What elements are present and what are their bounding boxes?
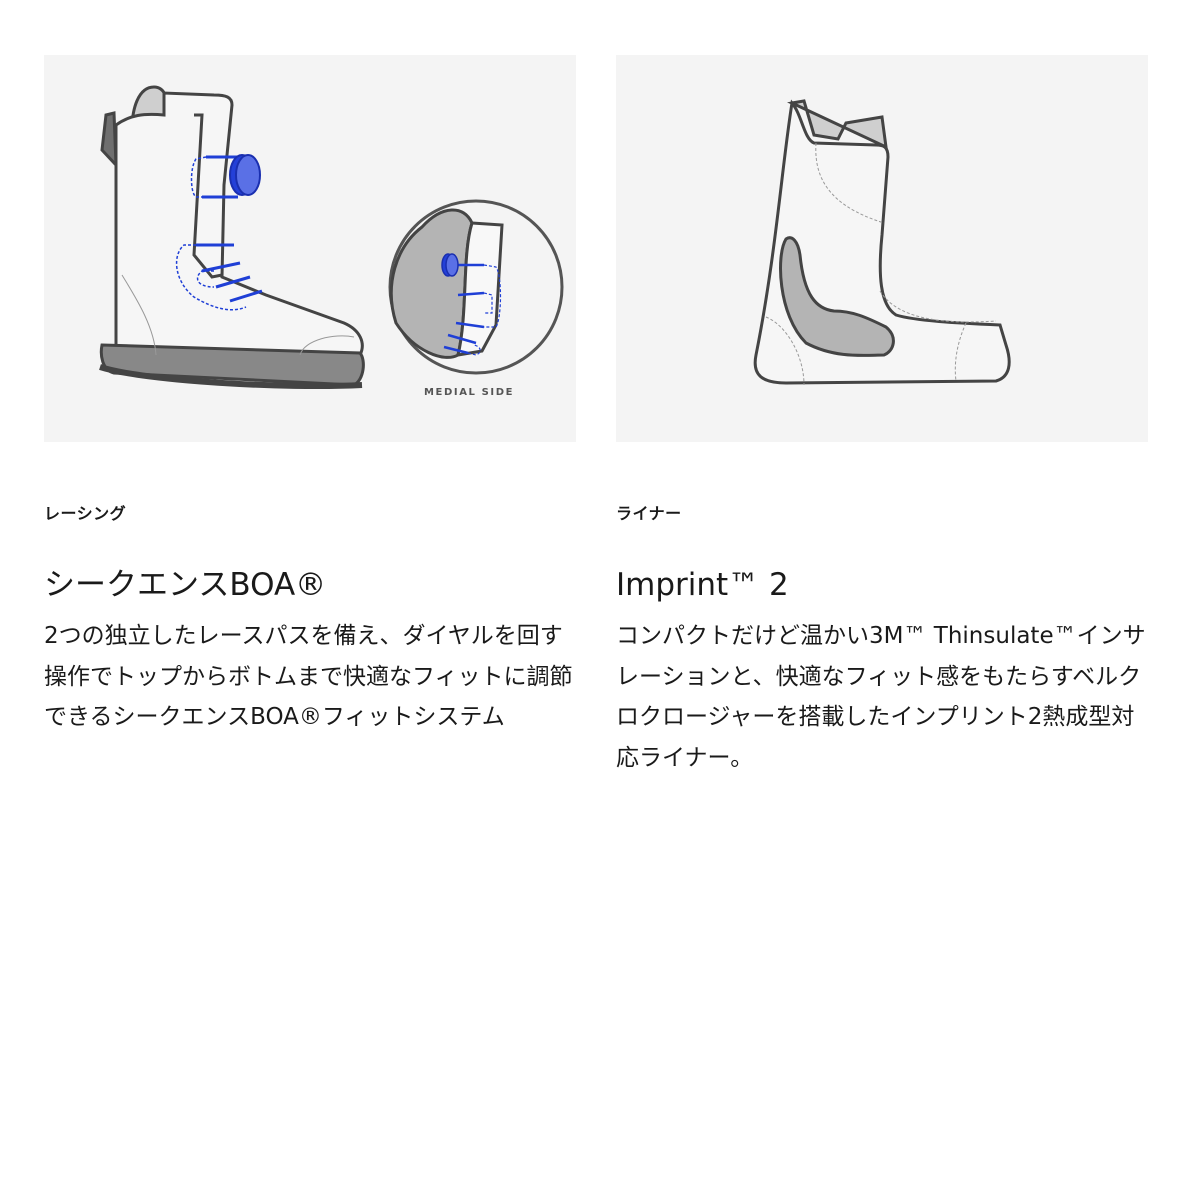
feature-title: Imprint™ 2: [616, 567, 789, 603]
feature-title: シークエンスBOA®: [44, 567, 327, 603]
feature-description: 2つの独立したレースパスを備え、ダイヤルを回す操作でトップからボトムまで快適なフ…: [44, 623, 573, 730]
liner-image-panel: [616, 55, 1148, 442]
feature-description: コンパクトだけど温かい3M™ Thinsulate™インサレーションと、快適なフ…: [616, 623, 1146, 771]
liner-icon: [753, 99, 1011, 386]
medial-side-label: MEDIAL SIDE: [424, 387, 515, 398]
boot-boa-icon: [99, 85, 564, 390]
lacing-image-panel: MEDIAL SIDE: [44, 55, 576, 442]
feature-category: レーシング: [44, 504, 127, 523]
feature-liner: ライナー Imprint™ 2 コンパクトだけど温かい3M™ Thinsulat…: [616, 55, 1148, 778]
feature-lacing: MEDIAL SIDE レーシング シークエンスBOA® 2つの独立したレースパ…: [44, 55, 576, 738]
feature-category: ライナー: [616, 504, 682, 523]
